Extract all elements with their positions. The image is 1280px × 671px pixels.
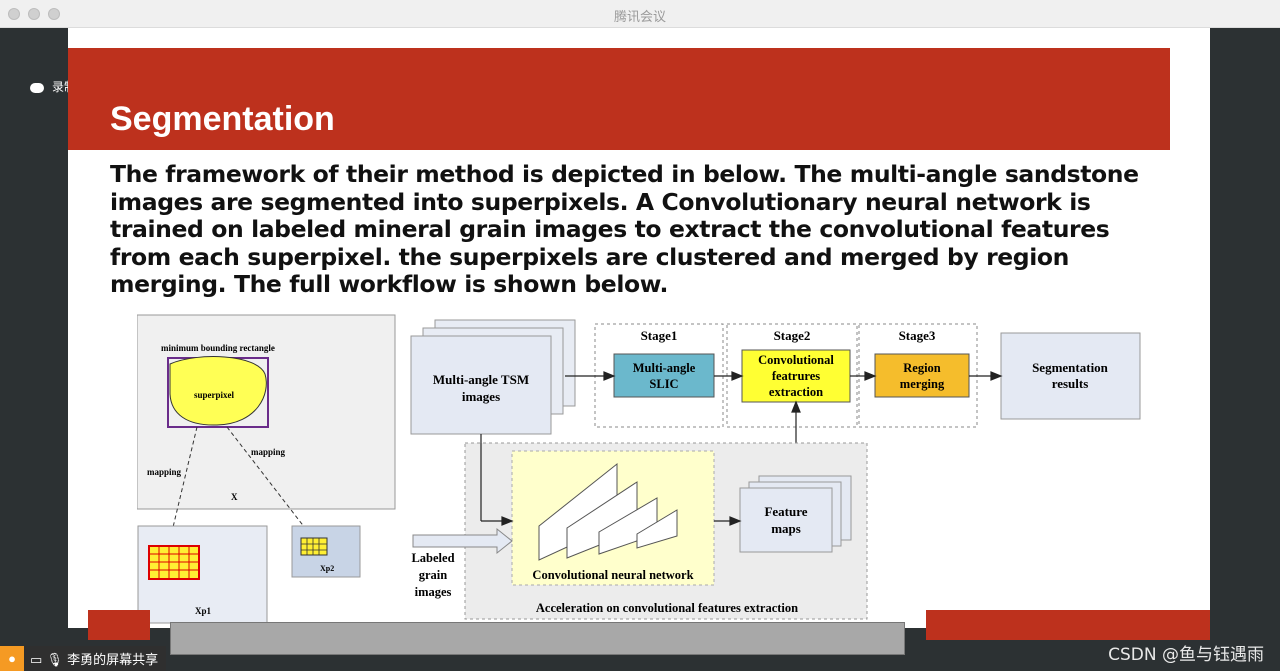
slic-box xyxy=(613,353,715,398)
slide-body-text: The framework of their method is depicte… xyxy=(110,160,1139,298)
feature-maps-box xyxy=(739,487,833,553)
cnn-layers-icon xyxy=(538,462,678,561)
superpixel-label: superpixel xyxy=(194,390,235,400)
slide-footer-red-right xyxy=(926,610,1210,640)
screen-share-bar[interactable]: ● ▭ 🎙 李勇的屏幕共享 xyxy=(0,646,167,671)
acceleration-label: Acceleration on convolutional features e… xyxy=(536,601,798,615)
bottom-area xyxy=(0,610,1280,671)
screen-share-label: ▭ 🎙 李勇的屏幕共享 xyxy=(30,653,159,668)
minimize-window-button[interactable] xyxy=(28,8,40,20)
mapping-line-left xyxy=(168,426,198,545)
stage1-label: Stage1 xyxy=(641,328,678,343)
left-panel xyxy=(0,28,68,671)
mapping-right-label: mapping xyxy=(251,447,286,457)
stage-arrows xyxy=(565,371,1003,478)
region-merging-box xyxy=(874,353,970,398)
x-label: X xyxy=(231,492,238,502)
mapping-left-label: mapping xyxy=(147,467,182,477)
right-panel xyxy=(1210,28,1280,671)
xp2-label: Xp2 xyxy=(320,564,334,573)
workflow-figure: minimum bounding rectangle superpixel ma… xyxy=(137,314,1141,624)
screen-share-text: 李勇的屏幕共享 xyxy=(67,653,159,668)
cnn-label: Convolutional neural network xyxy=(532,568,693,582)
user-icon: ● xyxy=(0,646,24,671)
min-rect-label: minimum bounding rectangle xyxy=(161,343,275,353)
segmentation-results-box xyxy=(1000,332,1141,420)
stage3-label: Stage3 xyxy=(899,328,936,343)
slide-header-bar xyxy=(68,48,1170,150)
cloud-icon xyxy=(30,82,44,93)
superpixel-shape xyxy=(169,356,267,426)
xp1-gridlines xyxy=(149,546,199,579)
conv-features-box xyxy=(741,349,851,403)
maximize-window-button[interactable] xyxy=(48,8,60,20)
slide-footer-red-left xyxy=(88,610,150,640)
watermark-text: CSDN @鱼与钰遇雨 xyxy=(1108,645,1264,665)
window-title: 腾讯会议 xyxy=(613,10,666,25)
stage2-label: Stage2 xyxy=(774,328,811,343)
cnn-arrows xyxy=(480,434,742,526)
xp2-gridlines xyxy=(301,538,327,555)
xp2-grid xyxy=(300,537,328,556)
xp1-label: Xp1 xyxy=(195,606,212,616)
tsm-images-box xyxy=(410,335,552,435)
slide-title: Segmentation xyxy=(110,100,335,138)
labeled-input-arrow xyxy=(412,527,513,555)
close-window-button[interactable] xyxy=(8,8,20,20)
slide-footer-gray xyxy=(170,622,905,655)
window-titlebar: 腾讯会议 xyxy=(0,0,1280,28)
mapping-line-right xyxy=(226,426,306,529)
